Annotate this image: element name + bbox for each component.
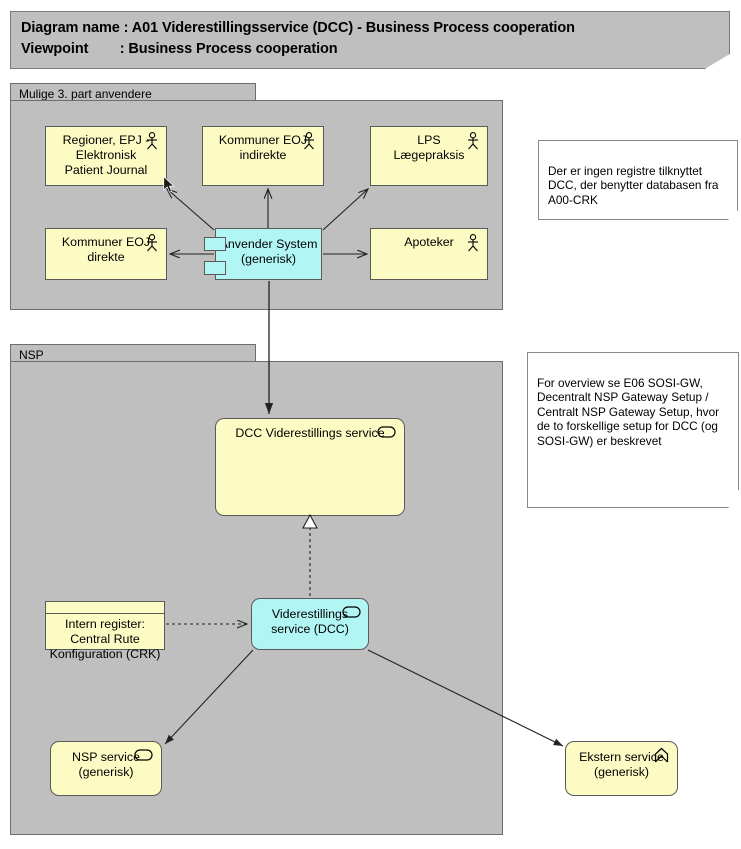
node-anvender-system[interactable]: Anvender System (generisk) <box>204 228 322 280</box>
viewpoint-line: Viewpoint : Business Process cooperation <box>21 41 338 57</box>
note-sosi-gw-overview[interactable]: For overview se E06 SOSI-GW, Decentralt … <box>527 352 739 508</box>
component-icon <box>204 237 226 251</box>
actor-icon <box>468 132 478 150</box>
node-apoteker[interactable]: Apoteker <box>370 228 488 280</box>
note-text: Der er ingen registre tilknyttet DCC, de… <box>548 163 719 207</box>
node-label: DCC Viderestillings service <box>235 426 385 440</box>
node-label: NSP service (generisk) <box>72 750 140 779</box>
node-viderestillings-service-dcc[interactable]: Viderestillings service (DCC) <box>251 598 369 650</box>
actor-icon <box>147 234 157 252</box>
node-label: LPS Lægepraksis <box>393 133 465 162</box>
mouse-cursor-icon <box>163 176 175 193</box>
object-icon <box>46 602 164 614</box>
node-lps-laegepraksis[interactable]: LPS Lægepraksis <box>370 126 488 186</box>
node-label: Regioner, EPJ - Elektronisk Patient Jour… <box>62 133 150 177</box>
note-dcc-registre[interactable]: Der er ingen registre tilknyttet DCC, de… <box>538 140 738 220</box>
node-intern-register-crk[interactable]: Intern register: Central Rute Konfigurat… <box>45 601 165 661</box>
node-dcc-viderestillings-service[interactable]: DCC Viderestillings service <box>215 418 405 516</box>
group-header-3part-anvendere[interactable]: Mulige 3. part anvendere <box>10 83 256 101</box>
group-header-nsp[interactable]: NSP <box>10 344 256 362</box>
node-ekstern-service[interactable]: Ekstern service (generisk) <box>565 741 678 796</box>
diagram-name-line: Diagram name : A01 Viderestillingsservic… <box>21 20 575 36</box>
actor-icon <box>304 132 314 150</box>
group-label-3part: Mulige 3. part anvendere <box>19 87 152 101</box>
diagram-title-banner: Diagram name : A01 Viderestillingsservic… <box>10 11 730 69</box>
service-icon <box>134 749 153 761</box>
service-icon <box>377 426 396 438</box>
collaboration-icon <box>654 747 669 763</box>
node-label: Apoteker <box>404 235 454 249</box>
viewpoint-text: Viewpoint : Business Process cooperation <box>21 41 338 57</box>
node-label: Kommuner EOJ direkte <box>61 235 151 264</box>
node-nsp-service[interactable]: NSP service (generisk) <box>50 741 162 796</box>
component-icon <box>204 261 226 275</box>
node-kommuner-eoj-indirekte[interactable]: Kommuner EOJ indirekte <box>202 126 324 186</box>
node-label: Ekstern service (generisk) <box>579 750 664 779</box>
group-label-nsp: NSP <box>19 348 44 362</box>
actor-icon <box>468 234 478 252</box>
service-icon <box>342 606 361 618</box>
node-label: Viderestillings service (DCC) <box>271 607 349 636</box>
note-text: For overview se E06 SOSI-GW, Decentralt … <box>537 375 720 448</box>
node-label: Anvender System (generisk) <box>219 237 318 266</box>
node-label: Intern register: Central Rute Konfigurat… <box>49 617 161 661</box>
node-regioner-epj[interactable]: Regioner, EPJ - Elektronisk Patient Jour… <box>45 126 167 186</box>
diagram-name-text: Diagram name : A01 Viderestillingsservic… <box>21 20 575 36</box>
actor-icon <box>147 132 157 150</box>
node-kommuner-eoj-direkte[interactable]: Kommuner EOJ direkte <box>45 228 167 280</box>
node-label: Kommuner EOJ indirekte <box>218 133 308 162</box>
